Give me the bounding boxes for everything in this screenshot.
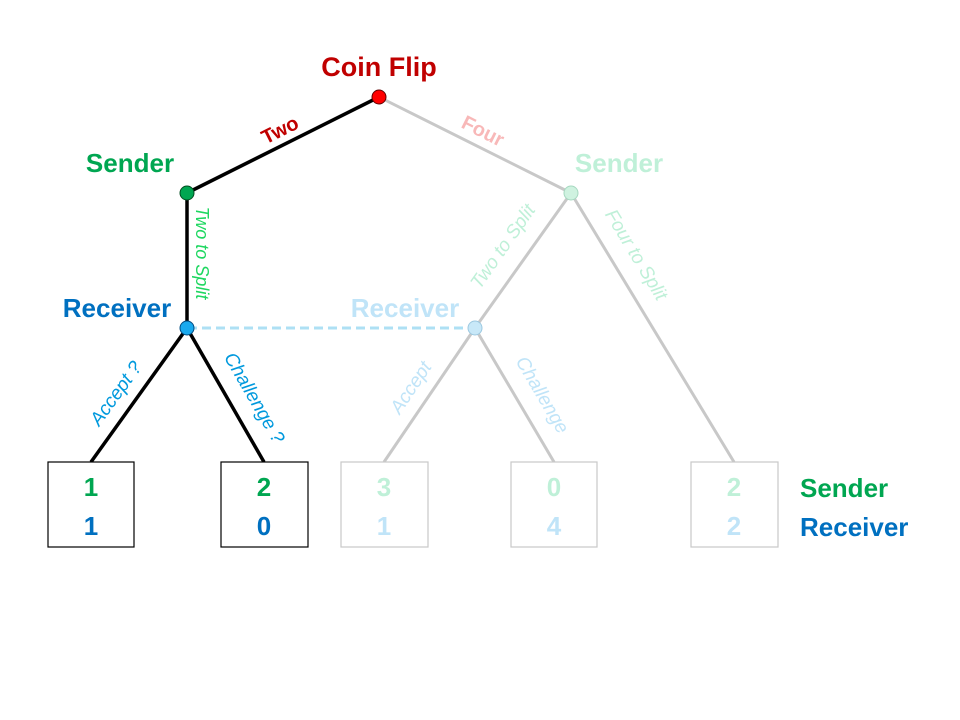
legend-receiver: Receiver — [800, 512, 908, 542]
right-sender-node — [563, 185, 579, 201]
branch-four-label: Four — [458, 112, 508, 152]
edge-right-accept — [382, 327, 477, 463]
right-four-to-split-label: Four to Split — [600, 206, 671, 305]
right-receiver-node — [467, 320, 483, 336]
left-challenge-label: Challenge ? — [219, 349, 288, 448]
payoff-4-receiver: 4 — [547, 511, 562, 541]
payoff-3-sender: 3 — [377, 472, 391, 502]
left-receiver-label: Receiver — [63, 293, 171, 323]
payoff-1-sender: 1 — [84, 472, 98, 502]
edge-right-two-to-split — [473, 192, 573, 329]
payoff-2-sender: 2 — [257, 472, 271, 502]
payoff-box-5: 2 2 — [690, 461, 779, 548]
payoff-box-2: 2 0 — [220, 461, 309, 548]
payoff-5-receiver: 2 — [727, 511, 741, 541]
edge-two — [186, 95, 380, 195]
edge-left-accept — [89, 326, 189, 464]
left-sender-label: Sender — [86, 148, 174, 178]
branch-two-label: Two — [258, 112, 302, 149]
payoff-4-sender: 0 — [547, 472, 561, 502]
edge-left-challenge — [185, 327, 266, 463]
right-sender-label: Sender — [575, 148, 663, 178]
payoff-2-receiver: 0 — [257, 511, 271, 541]
left-sender-node — [179, 185, 195, 201]
edge-right-challenge — [473, 327, 556, 463]
left-two-to-split-label: Two to Split — [192, 207, 212, 301]
right-two-to-split-label: Two to Split — [467, 200, 541, 293]
root-label: Coin Flip — [321, 52, 436, 82]
payoff-box-4: 0 4 — [510, 461, 598, 548]
payoff-3-receiver: 1 — [377, 511, 391, 541]
payoff-box-3: 3 1 — [340, 461, 429, 548]
legend-sender: Sender — [800, 473, 888, 503]
edge-right-four-to-split — [569, 192, 736, 463]
right-receiver-label: Receiver — [351, 293, 459, 323]
edge-four — [378, 95, 572, 195]
payoff-5-sender: 2 — [727, 472, 741, 502]
root-node — [371, 89, 387, 105]
payoff-1-receiver: 1 — [84, 511, 98, 541]
right-challenge-label: Challenge — [511, 353, 573, 437]
left-receiver-node — [179, 320, 195, 336]
payoff-box-1: 1 1 — [47, 461, 135, 548]
right-accept-label: Accept — [386, 357, 437, 418]
